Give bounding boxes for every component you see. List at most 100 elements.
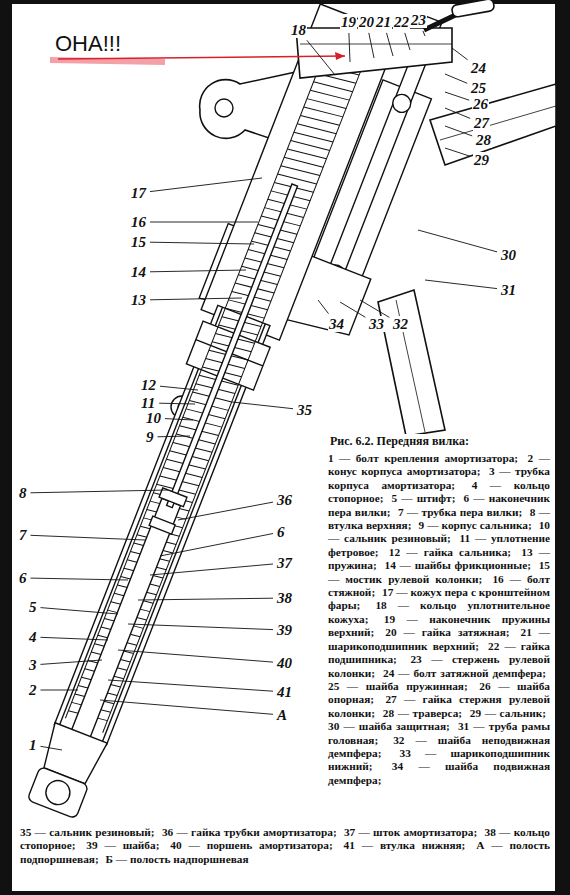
frame-downtube (378, 290, 445, 436)
callout-number: 19 (340, 14, 357, 30)
parts-list-entry: 20 — гайка затяжная; (385, 626, 509, 638)
leader-line (369, 33, 374, 58)
piston (149, 516, 175, 534)
callout-number: 31 (500, 282, 517, 298)
callout-number: 14 (130, 264, 147, 280)
leader-line (41, 746, 63, 750)
callout-number: 21 (375, 14, 392, 30)
callout-number: 39 (276, 622, 293, 638)
leader-line (158, 436, 191, 438)
parts-list-entry: 14 — шайбы фрикционные; (385, 559, 531, 571)
shock-rod (167, 184, 298, 508)
callout-number: 6 (18, 570, 28, 586)
leader-line (445, 148, 470, 156)
callout-number: 33 (368, 316, 385, 332)
parts-list: 35 — сальник резиновый; 36 — гайка трубк… (20, 826, 550, 866)
leader-line (159, 403, 195, 405)
highlight (50, 60, 165, 62)
pointer-line (58, 56, 345, 59)
parts-list-entry: 39 — шайба; (86, 839, 159, 851)
leader-line (41, 637, 109, 640)
callout-number: 20 (358, 14, 375, 30)
leader-line (138, 598, 273, 600)
leader-line (232, 402, 293, 409)
leader-line (41, 608, 119, 614)
callout-number: 18 (290, 22, 307, 38)
callout-number: 15 (130, 234, 147, 250)
callout-number: 25 (470, 80, 487, 96)
callout-number: 12 (140, 377, 157, 393)
leader-line (405, 33, 410, 50)
parts-list-entry: 5 — штифт; (392, 492, 456, 504)
callout-number: 34 (328, 316, 345, 332)
callout-number: 2 (28, 682, 38, 698)
parts-list-entry: 25 — шайба пружинная; (328, 680, 468, 692)
callout-number: 30 (500, 247, 517, 263)
leader-line (41, 690, 79, 691)
leader-line (150, 298, 242, 300)
callout-number: 9 (145, 429, 155, 445)
leader-line (118, 650, 273, 662)
shock-tube (60, 498, 180, 766)
callout-number: 11 (140, 395, 156, 411)
leader-line (307, 40, 335, 75)
parts-list-entry: 7 — трубка пера вилки; (398, 506, 522, 518)
leader-line (178, 502, 273, 520)
leader-line (452, 48, 468, 60)
callout-number: 16 (130, 214, 147, 230)
leader-line (445, 92, 469, 100)
leader-line (31, 535, 146, 540)
leader-line (160, 386, 198, 390)
callout-number: 10 (145, 410, 162, 426)
parts-list: 1 — болт крепления амортизатора; 2 — кон… (328, 452, 550, 787)
leader-line (160, 534, 273, 557)
parts-list-entry: 1 — болт крепления амортизатора; (328, 452, 518, 464)
parts-list-entry: 41 — втулка нижняя; (344, 839, 466, 851)
callout-number: 24 (470, 60, 487, 76)
leader-line (100, 700, 273, 714)
callout-number: 28 (475, 132, 492, 148)
parts-list-entry: 35 — сальник резиновый; (20, 826, 155, 838)
callout-number: А (276, 707, 288, 723)
leader-line (150, 222, 258, 223)
leader-line (31, 490, 169, 493)
annotation-text: ОНА!!! (55, 32, 121, 56)
leader-line (108, 680, 273, 691)
callout-number: 38 (276, 590, 293, 606)
callout-number: 6 (276, 524, 286, 540)
callout-number: 29 (473, 152, 490, 168)
figure-caption: Рис. 6.2. Передняя вилка: (330, 434, 469, 449)
parts-list-entry: 29 — сальник; (470, 707, 546, 719)
frame-tube (430, 84, 556, 165)
leader-line (150, 564, 273, 575)
callout-number: 37 (276, 555, 293, 571)
parts-list-entry: 30 — шайба защитная; (328, 720, 450, 732)
parts-list-entry: 37 — шток амортизатора; (344, 826, 477, 838)
callout-number: 8 (18, 485, 28, 501)
leader-line (349, 33, 350, 62)
leader-line (418, 230, 497, 252)
callout-number: 23 (410, 12, 427, 28)
callout-number: 35 (296, 402, 313, 418)
leader-line (387, 33, 394, 56)
parts-list-entry: 28 — траверса; (383, 707, 462, 719)
leader-line (423, 31, 425, 36)
parts-list-entry: 36 — гайка трубки амортизатора; (162, 826, 337, 838)
callout-number: 4 (28, 629, 38, 645)
traverse (296, 28, 452, 78)
fork-leg-tube (54, 305, 270, 745)
leader-line (445, 108, 470, 118)
callout-number: 22 (393, 14, 410, 30)
leader-line (318, 300, 329, 314)
leader-line (165, 419, 193, 420)
callout-number: 7 (18, 527, 28, 543)
leader-line (360, 300, 389, 317)
leader-line (445, 126, 472, 136)
parts-list-entry: 9 — корпус сальника; (419, 519, 532, 531)
callout-number: 32 (392, 316, 409, 332)
callout-number: 3 (28, 657, 38, 673)
callout-number: 36 (276, 492, 293, 508)
leader-line (150, 270, 246, 272)
callout-number: 1 (28, 737, 38, 753)
callout-number: 13 (130, 292, 147, 308)
